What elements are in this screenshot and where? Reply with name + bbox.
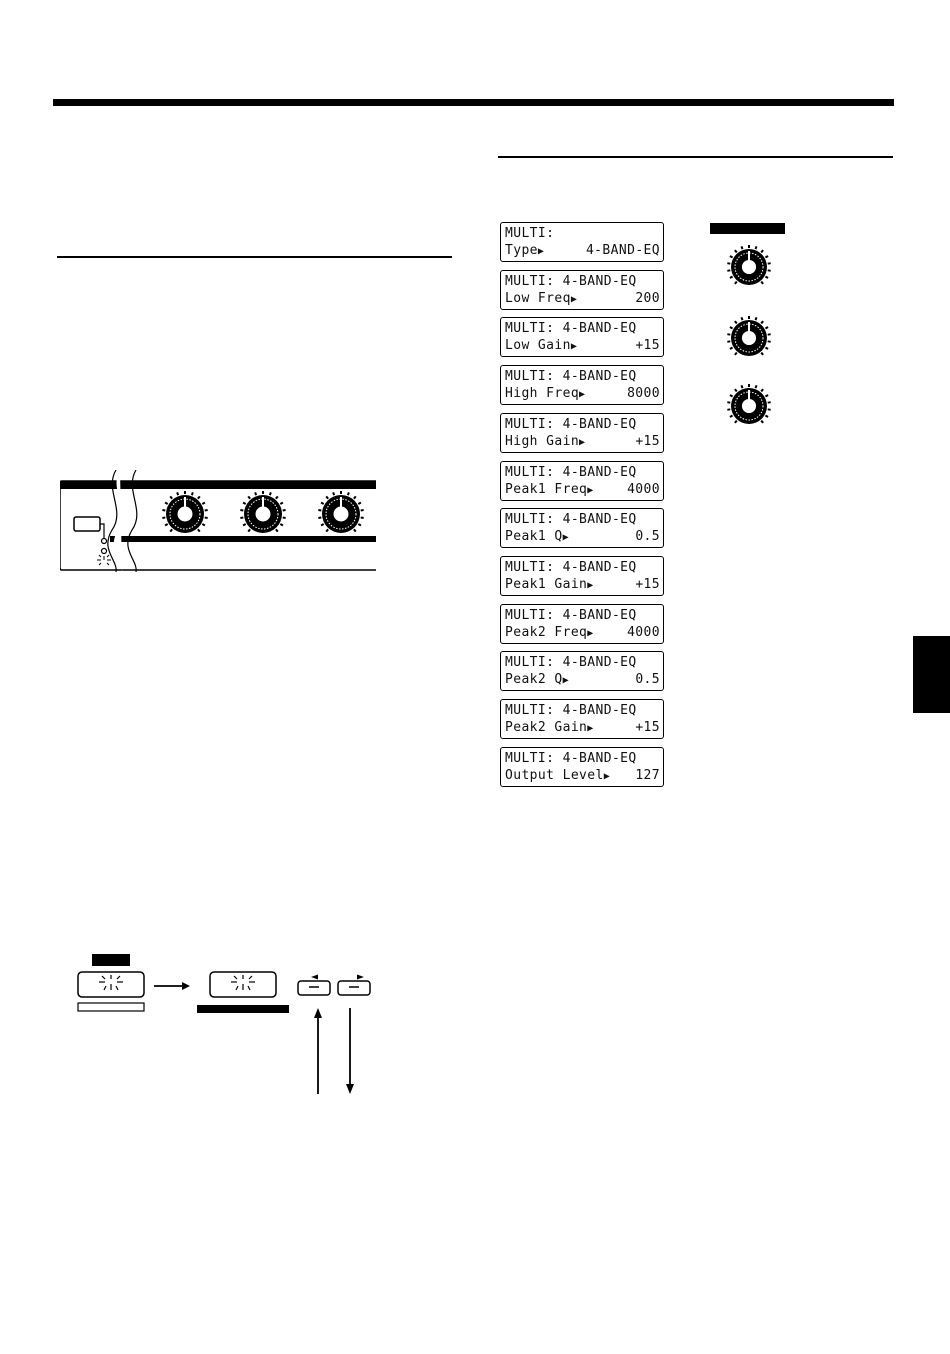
lcd-line-1: MULTI: 4-BAND-EQ — [505, 559, 637, 575]
lcd-line-2: Output Level▶ 127 — [505, 767, 660, 784]
lcd-line-1: MULTI: 4-BAND-EQ — [505, 321, 637, 337]
lcd-line-1: MULTI: 4-BAND-EQ — [505, 273, 637, 289]
parameter-value: 4000 — [627, 481, 660, 497]
parameter-name: Peak1 Q — [505, 529, 563, 545]
parameter-value: 127 — [635, 767, 660, 783]
parameter-value: 0.5 — [635, 529, 660, 545]
parameter-name: Low Freq — [505, 290, 571, 306]
parameter-name: High Freq — [505, 386, 580, 402]
parameter-name: High Gain — [505, 433, 580, 449]
cursor-triangle-icon: ▶ — [587, 579, 594, 591]
cursor-triangle-icon: ▶ — [570, 293, 578, 305]
led-flash-icon — [99, 975, 123, 991]
rotary-knob-icon — [240, 491, 286, 533]
cursor-triangle-icon: ▶ — [579, 389, 586, 401]
rotary-knob-icon — [727, 316, 771, 356]
parameter-value: +15 — [635, 338, 660, 354]
cursor-triangle-icon: ▶ — [603, 770, 611, 782]
lcd-line-2: Peak1 Freq▶ 4000 — [505, 481, 660, 498]
lcd-line-1: MULTI: 4-BAND-EQ — [505, 369, 637, 385]
cursor-triangle-icon: ▶ — [562, 675, 570, 687]
section-rule-right — [498, 156, 893, 158]
lcd-line-2: High Gain▶ +15 — [505, 433, 660, 450]
cursor-triangle-icon: ▶ — [587, 627, 594, 639]
led-flash-icon — [100, 547, 108, 555]
parameter-value: 4000 — [627, 624, 660, 640]
lcd-line-2: Type▶ 4-BAND-EQ — [505, 242, 660, 259]
parameter-name: Output Level — [505, 767, 604, 783]
lcd-line-2: Peak1 Gain▶ +15 — [505, 576, 660, 593]
chapter-tab — [913, 636, 950, 713]
parameter-value: 0.5 — [635, 672, 660, 688]
parameter-value: +15 — [635, 720, 660, 735]
rotary-knob-icon — [727, 245, 771, 285]
rotary-knob-icon — [318, 491, 364, 533]
front-panel-illustration — [59, 469, 376, 573]
lcd-line-1: MULTI: — [505, 226, 555, 241]
lcd-display: MULTI: 4-BAND-EQ Peak2 Gain▶ +15 — [500, 699, 664, 739]
triangle-left-icon — [311, 974, 318, 980]
cursor-triangle-icon: ▶ — [537, 246, 545, 257]
parameter-name: Type — [505, 243, 538, 258]
knob-icon — [726, 315, 772, 361]
led-flash-icon — [231, 975, 255, 991]
lcd-line-2: Peak2 Gain▶ +15 — [505, 719, 660, 736]
lcd-line-1: MULTI: 4-BAND-EQ — [505, 464, 637, 480]
cursor-triangle-icon: ▶ — [570, 341, 578, 353]
lcd-line-1: MULTI: 4-BAND-EQ — [505, 512, 637, 528]
lcd-line-1: MULTI: 4-BAND-EQ — [505, 416, 637, 432]
parameter-name: Peak2 Q — [505, 672, 563, 688]
cursor-triangle-icon: ▶ — [587, 484, 594, 496]
parameter-value: +15 — [635, 576, 660, 592]
parameter-value: 4-BAND-EQ — [585, 243, 660, 258]
section-rule-left — [57, 256, 452, 258]
lcd-line-1: MULTI: 4-BAND-EQ — [505, 607, 637, 623]
cursor-right-button — [337, 980, 371, 996]
parameter-value: 200 — [635, 290, 660, 306]
triangle-right-icon — [357, 974, 364, 980]
parameter-name: Peak2 Freq — [505, 624, 588, 640]
parameter-name: Peak1 Freq — [505, 481, 588, 497]
lcd-line-2: Peak1 Q▶ 0.5 — [505, 528, 660, 545]
lcd-line-2: High Freq▶ 8000 — [505, 385, 660, 402]
cursor-left-button — [297, 980, 331, 996]
lcd-display: MULTI: Type▶ 4-BAND-EQ — [500, 222, 664, 262]
panel-button — [73, 516, 101, 532]
lcd-line-1: MULTI: 4-BAND-EQ — [505, 703, 637, 718]
knob-icon — [726, 244, 772, 290]
knob-group-label-bar — [710, 223, 785, 234]
lcd-line-2: Peak2 Freq▶ 4000 — [505, 624, 660, 641]
lcd-line-1: MULTI: 4-BAND-EQ — [505, 750, 637, 766]
parameter-name: Peak2 Gain — [505, 720, 588, 735]
cursor-triangle-icon: ▶ — [562, 532, 570, 544]
lcd-line-2: Low Gain▶ +15 — [505, 337, 660, 354]
button-sequence-illustration — [74, 948, 384, 1098]
top-rule — [53, 99, 894, 106]
rotary-knob-icon — [727, 384, 771, 424]
knob-icon — [726, 383, 772, 429]
rotary-knob-icon — [162, 491, 208, 533]
parameter-name: Low Gain — [505, 338, 571, 354]
lcd-line-1: MULTI: 4-BAND-EQ — [505, 655, 637, 671]
parameter-name: Peak1 Gain — [505, 576, 588, 592]
parameter-value: +15 — [635, 433, 660, 449]
cursor-triangle-icon: ▶ — [579, 436, 586, 448]
cursor-triangle-icon: ▶ — [587, 723, 594, 734]
lcd-line-2: Low Freq▶ 200 — [505, 290, 660, 307]
lcd-line-2: Peak2 Q▶ 0.5 — [505, 671, 660, 688]
parameter-value: 8000 — [627, 386, 660, 402]
